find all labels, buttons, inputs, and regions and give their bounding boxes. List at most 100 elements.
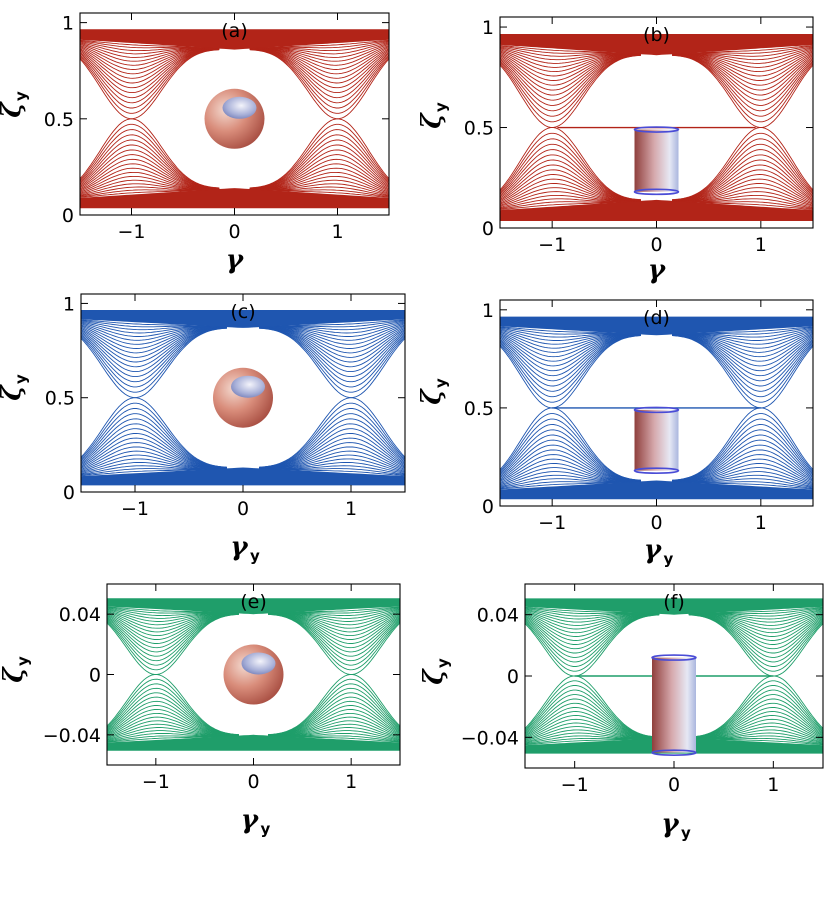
y-axis-label-sub: y xyxy=(12,374,30,384)
subband-line xyxy=(107,687,239,736)
subband-line xyxy=(249,49,389,120)
subband-line xyxy=(80,48,220,79)
subband-line xyxy=(500,54,641,112)
plot-area xyxy=(81,310,405,486)
subband-line xyxy=(500,335,641,409)
subband-line xyxy=(500,335,641,398)
subband-line xyxy=(259,327,405,388)
subband-line xyxy=(500,434,641,482)
torus-inset xyxy=(204,88,265,149)
subband-line xyxy=(81,327,227,393)
y-axis-label-text: ζ xyxy=(0,666,29,683)
lower-band-fill xyxy=(80,188,389,209)
subband-line xyxy=(672,444,813,482)
subband-line xyxy=(500,418,641,481)
x-axis-label: γ xyxy=(648,255,667,285)
subband-line xyxy=(672,454,813,482)
subband-line xyxy=(688,614,823,667)
subband-line xyxy=(672,335,813,398)
subband-line xyxy=(500,159,641,201)
y-axis-label-text: ζ xyxy=(419,668,449,685)
x-tick-label: −1 xyxy=(538,234,566,256)
y-tick-label: 0 xyxy=(63,482,75,504)
panel-label: (c) xyxy=(230,301,255,323)
x-tick-label: −1 xyxy=(142,771,170,793)
torus-hole xyxy=(241,652,276,675)
subband-line xyxy=(81,402,227,468)
subband-line xyxy=(525,685,660,738)
subband-line xyxy=(672,335,813,409)
subband-line xyxy=(259,428,405,469)
subband-line xyxy=(672,149,813,201)
panel-label: (b) xyxy=(643,24,670,46)
torus-hole xyxy=(231,375,265,398)
subband-line xyxy=(107,705,239,736)
y-axis-label-sub: y xyxy=(12,91,30,101)
subband-line xyxy=(500,407,641,481)
y-axis-label-text: ζ xyxy=(417,112,447,129)
lower-band-fill xyxy=(107,734,400,751)
subband-line xyxy=(672,439,813,482)
x-axis-label: γ xyxy=(230,532,249,562)
subband-line xyxy=(672,54,813,123)
subband-line xyxy=(259,437,405,469)
subband-line xyxy=(672,54,813,96)
x-tick-label: 1 xyxy=(345,498,357,520)
subband-line xyxy=(500,439,641,482)
subband-line xyxy=(525,614,660,677)
subband-line xyxy=(672,132,813,201)
subband-line xyxy=(80,48,220,89)
subband-line xyxy=(80,118,220,189)
upper-band-fill xyxy=(500,34,813,56)
subband-line xyxy=(672,159,813,201)
y-tick-label: 1 xyxy=(63,293,75,315)
subband-line xyxy=(81,423,227,469)
cylinder-bottom-rim xyxy=(633,188,680,196)
subband-line xyxy=(672,169,813,202)
subband-line xyxy=(672,335,813,403)
subband-line xyxy=(268,687,400,736)
x-tick-label: 0 xyxy=(650,234,662,256)
x-tick-label: 1 xyxy=(767,774,779,796)
subband-line xyxy=(672,467,813,486)
subband-line xyxy=(500,52,641,81)
subband-line xyxy=(525,614,660,667)
torus-inset xyxy=(223,644,284,705)
subband-line xyxy=(672,434,813,482)
y-axis-label: ζy xyxy=(417,378,450,405)
cylinder-body xyxy=(634,409,679,471)
x-axis-label: γ xyxy=(661,809,680,839)
y-axis-label: ζy xyxy=(0,656,32,683)
cylinder-body xyxy=(652,657,696,753)
subband-line xyxy=(500,444,641,482)
subband-line xyxy=(249,163,389,191)
subband-line xyxy=(500,429,641,481)
subband-line xyxy=(500,467,641,486)
subband-line xyxy=(107,613,239,671)
subband-line xyxy=(268,613,400,662)
lower-band-fill xyxy=(500,199,813,221)
subband-line xyxy=(249,118,389,189)
y-tick-label: 0.5 xyxy=(44,109,74,131)
subband-line xyxy=(672,334,813,392)
subband-line xyxy=(249,48,389,84)
subband-line xyxy=(81,397,227,468)
subband-line xyxy=(81,327,227,383)
subband-line xyxy=(81,327,227,388)
subband-line xyxy=(500,335,641,403)
subband-line xyxy=(259,327,405,393)
y-axis-label: ζy xyxy=(419,658,452,685)
subband-line xyxy=(500,54,641,91)
subband-line xyxy=(500,334,641,382)
subband-line xyxy=(500,54,641,96)
subband-line xyxy=(107,678,239,736)
subband-line xyxy=(80,144,220,189)
cylinder-inset xyxy=(633,406,680,474)
subband-line xyxy=(672,334,813,387)
subband-line xyxy=(672,53,813,86)
x-axis-label-sub: y xyxy=(664,550,674,568)
subband-line xyxy=(672,407,813,481)
x-tick-label: −1 xyxy=(117,221,145,243)
upper-band-fill xyxy=(80,29,389,50)
subband-line xyxy=(81,327,227,378)
